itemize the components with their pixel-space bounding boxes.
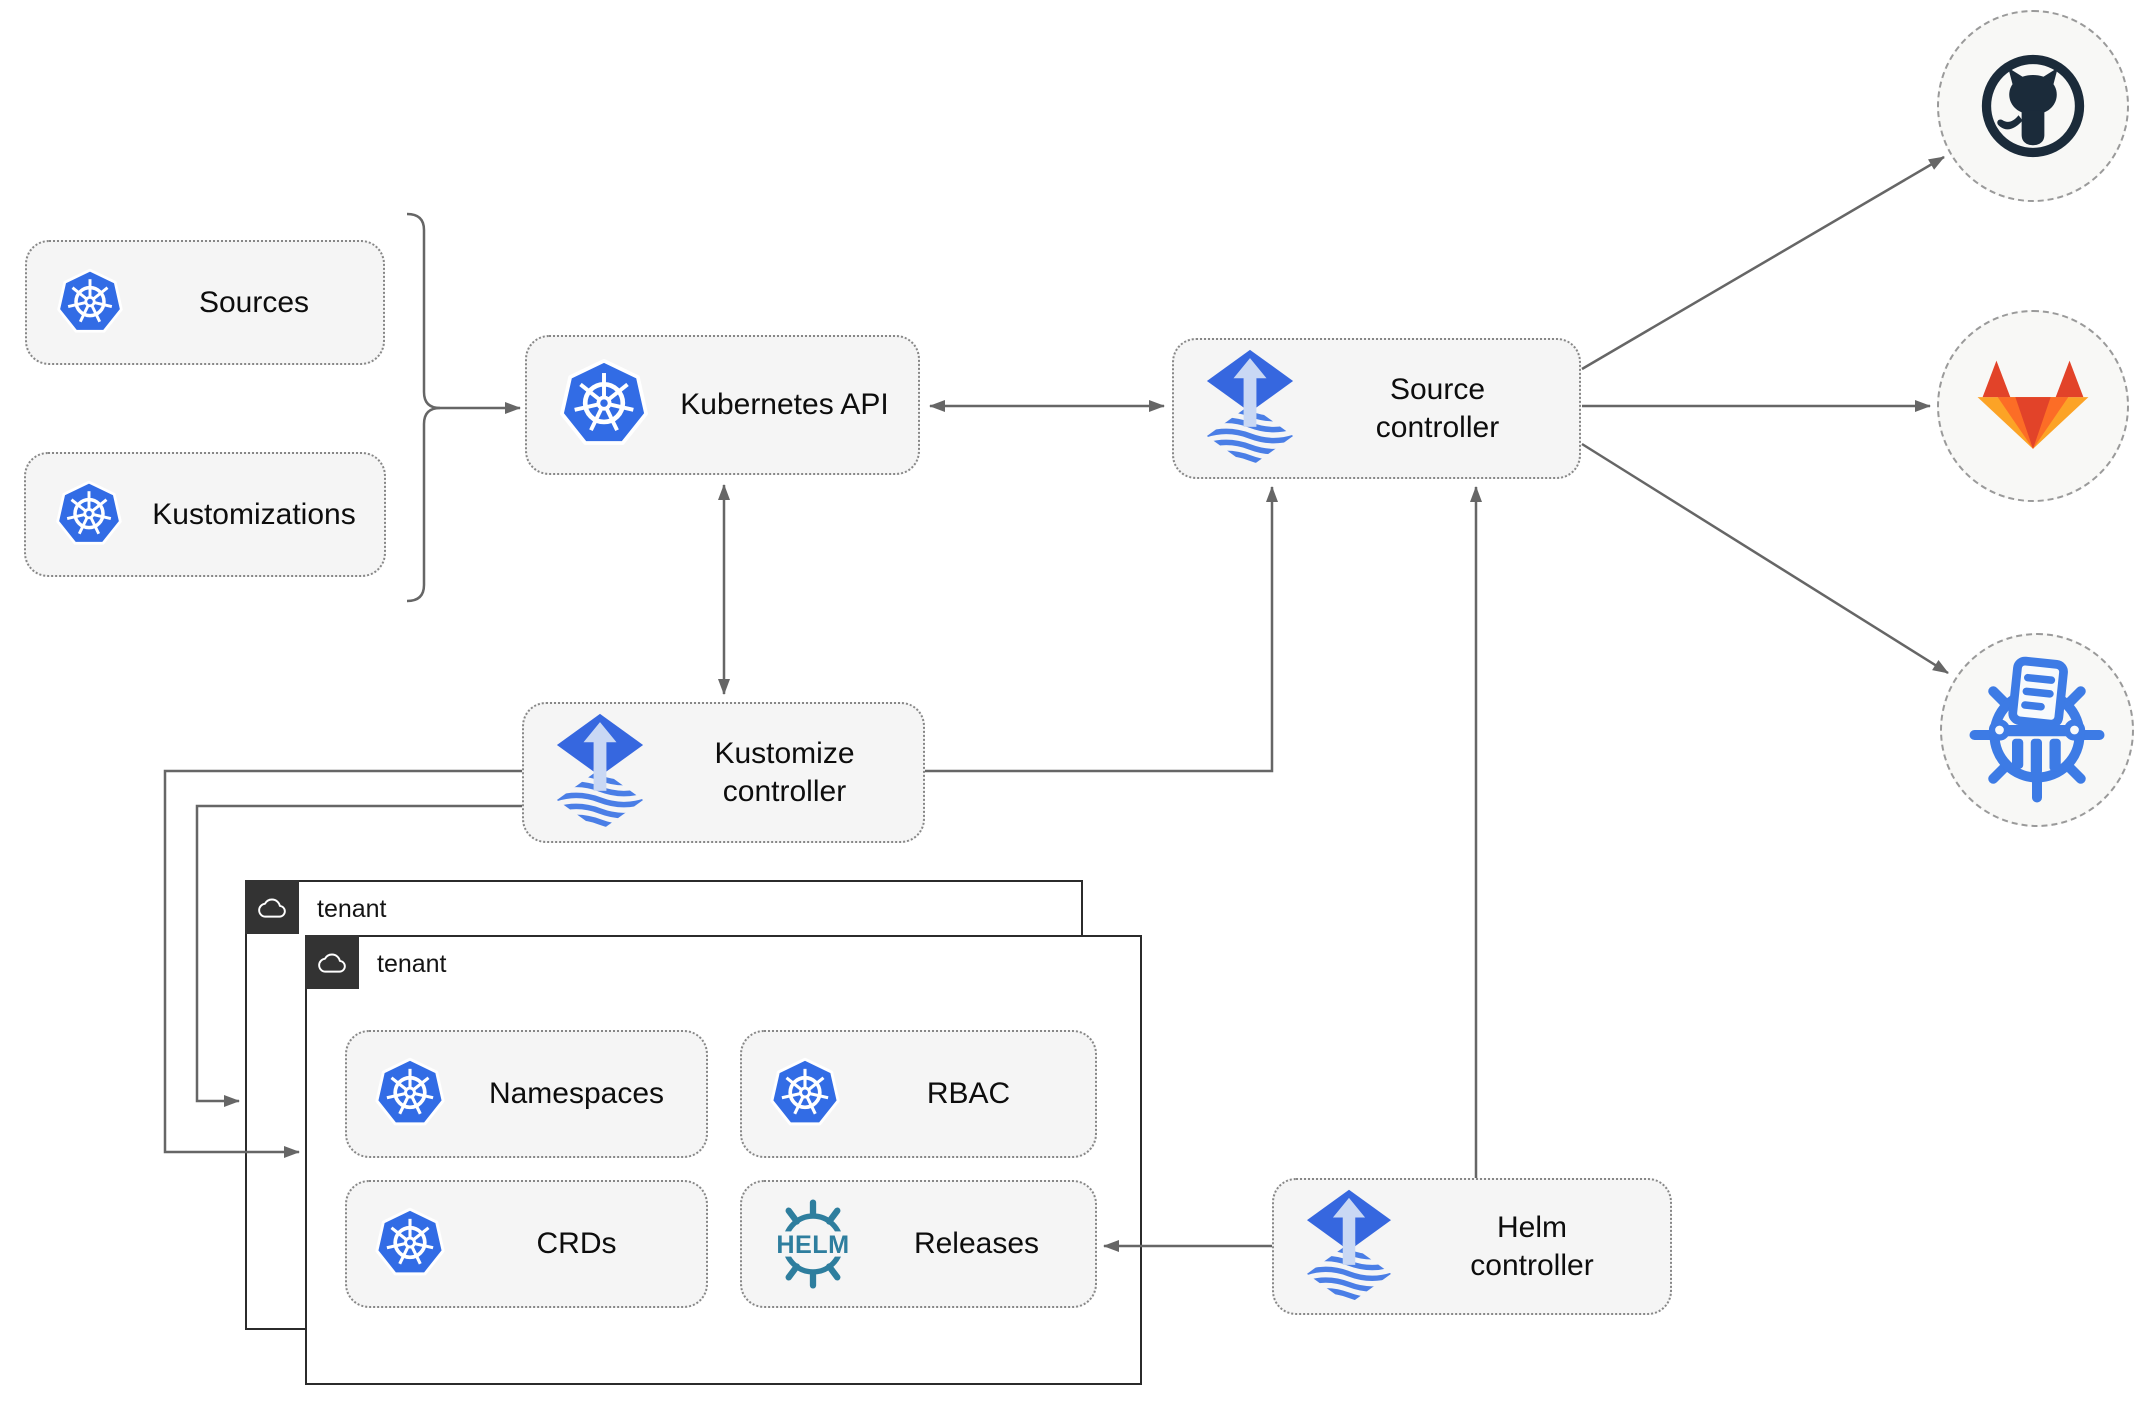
node-source-controller: Source controller — [1172, 338, 1581, 479]
node-label: Kubernetes API — [680, 388, 889, 422]
tenant-box-front: tenant — [305, 935, 1142, 1385]
node-sources: Sources — [25, 240, 385, 365]
tenant-label: tenant — [377, 950, 447, 978]
node-releases: HELM Releases — [740, 1180, 1097, 1308]
cloud-icon — [258, 898, 286, 918]
node-label: Kustomizations — [152, 497, 356, 531]
tenant-label: tenant — [317, 895, 387, 923]
node-label: CRDs — [536, 1227, 617, 1261]
tenant-badge — [245, 880, 299, 934]
arrow-source-controller-to-github — [1581, 155, 1945, 371]
brace-sources-group — [406, 406, 441, 603]
arrow-source-controller-to-kustomize-repository — [1581, 442, 1949, 675]
kustomize-wheel-icon — [1969, 656, 2105, 803]
node-kustomize-controller: Kustomize controller — [522, 702, 925, 843]
tenant-badge — [305, 935, 359, 989]
node-namespaces: Namespaces — [345, 1030, 708, 1158]
flux-icon — [1204, 348, 1296, 469]
helm-logo-text: HELM — [776, 1231, 849, 1259]
kubernetes-icon — [55, 267, 125, 338]
github-octocat-icon — [1981, 54, 2085, 158]
kubernetes-icon — [768, 1057, 842, 1131]
node-helm-controller: Helm controller — [1272, 1178, 1672, 1315]
node-rbac: RBAC — [740, 1030, 1097, 1158]
node-label: Kustomize controller — [714, 737, 855, 808]
node-label: Sources — [198, 285, 310, 319]
gitlab-target — [1937, 310, 2129, 502]
github-target — [1937, 10, 2129, 202]
node-label: Namespaces — [488, 1077, 665, 1111]
node-label: RBAC — [926, 1077, 1011, 1111]
node-kustomizations: Kustomizations — [24, 452, 386, 577]
flux-icon — [1304, 1188, 1394, 1306]
cloud-icon — [318, 953, 346, 973]
arrow-kustomize-controller-to-source-controller — [925, 486, 1278, 773]
node-label: Releases — [913, 1227, 1040, 1261]
node-label: Source controller — [1375, 373, 1500, 444]
brace-sources-group — [406, 212, 441, 410]
kubernetes-icon — [54, 479, 124, 550]
kustomize-repository-target — [1940, 633, 2134, 827]
kubernetes-icon — [557, 358, 651, 452]
kubernetes-icon — [373, 1057, 447, 1131]
kubernetes-icon — [373, 1207, 447, 1281]
gitlab-tanuki-icon — [1977, 360, 2089, 449]
node-label: Helm controller — [1470, 1211, 1594, 1282]
node-crds: CRDs — [345, 1180, 708, 1308]
helm-icon: HELM — [768, 1199, 858, 1289]
node-kubernetes-api: Kubernetes API — [525, 335, 920, 475]
flux-icon — [554, 712, 646, 833]
